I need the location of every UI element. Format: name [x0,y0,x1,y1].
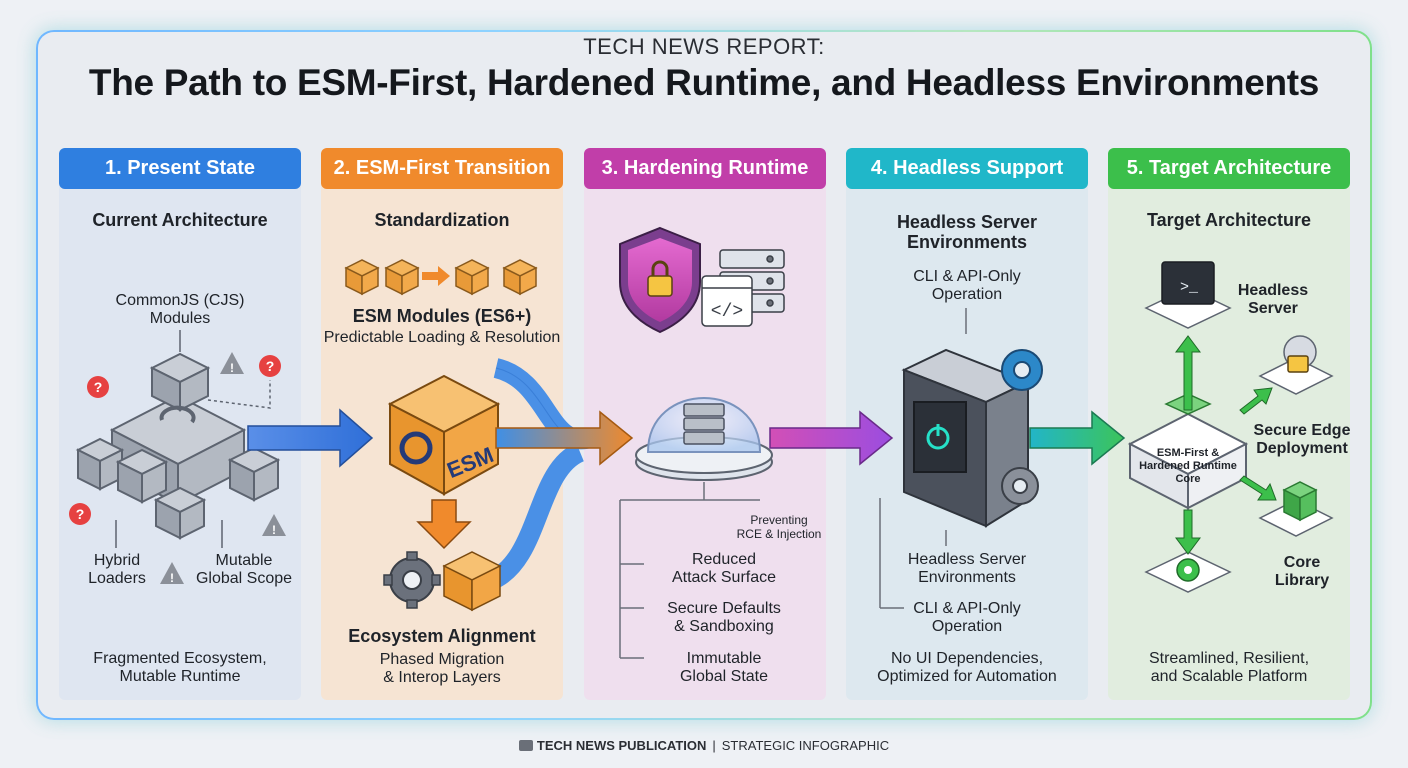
footer-tag: STRATEGIC INFOGRAPHIC [721,738,890,753]
cli-low-line2: Operation [931,618,1003,635]
server-label-line2: Server [1248,300,1298,317]
edge-label-line1: Secure Edge [1253,422,1351,439]
secure-defaults-line1: Secure Defaults [667,600,781,617]
core-label-line3: Core [1175,473,1200,485]
newspaper-icon [518,740,533,751]
cloud-lock-icon [1258,335,1334,395]
package-icon [442,551,502,612]
preventing-line1: Preventing [750,513,808,527]
flow-arrow-2 [495,410,634,466]
mutable-scope-line2: Global Scope [195,570,293,587]
preventing-line2: RCE & Injection [736,527,822,541]
column-target-architecture: 5. Target Architecture Target Architectu… [1108,148,1350,700]
server-tower-icon [901,348,1031,528]
target-arrows [1175,335,1277,555]
column-subtitle: Standardization [374,210,510,230]
footer-separator: | [712,738,716,753]
footer-line1: No UI Dependencies, [890,650,1044,667]
cjs-cube-cluster [75,330,281,548]
terminal-icon: >_ [1144,261,1232,329]
hybrid-loaders-line1: Hybrid [93,552,141,569]
mutable-scope-line1: Mutable [215,552,273,569]
immutable-state-line1: Immutable [686,650,762,667]
footer-brand: TECH NEWS PUBLICATION [536,738,707,753]
svg-text:>_: >_ [1180,279,1199,296]
cli-top-line2: Operation [931,286,1003,303]
reduced-surface-line2: Attack Surface [671,569,777,586]
gear-icon [1144,551,1232,593]
report-kicker: TECH NEWS REPORT: [583,34,825,59]
column-header: 1. Present State [59,148,301,189]
column-header: 4. Headless Support [846,148,1088,189]
esm-modules-title: ESM Modules (ES6+) [352,306,532,326]
secure-defaults-line2: & Sandboxing [674,618,774,635]
footer-line2: Optimized for Automation [877,668,1057,685]
flow-arrow-1 [247,408,374,468]
svg-text:!: ! [230,361,234,375]
flow-arrow-3 [769,410,894,466]
column-subtitle-line1: Headless Server [896,212,1038,232]
flow-arrow-4 [1029,410,1126,466]
column-subtitle: Target Architecture [1146,210,1312,230]
down-arrow [416,499,472,550]
page-title: The Path to ESM-First, Hardened Runtime,… [88,62,1320,103]
svg-text:!: ! [272,523,276,537]
core-label-line1: ESM-First & [1157,447,1219,459]
headless-connectors [879,308,967,609]
column-present-state: 1. Present State Current Architecture Co… [59,148,301,700]
gear-icon [1001,467,1039,505]
gear-icon [383,551,441,609]
flow-curve [487,358,593,590]
esm-box-icon: ESM [387,374,501,496]
ecosystem-line1: Phased Migration [379,651,505,668]
library-label-line1: Core [1283,554,1321,571]
gear-icon [1001,349,1043,391]
cli-low-line1: CLI & API-Only [913,600,1021,617]
reduced-surface-line1: Reduced [691,551,757,568]
footer-line1: Streamlined, Resilient, [1148,650,1310,667]
svg-text:!: ! [170,571,174,585]
hybrid-loaders-line2: Loaders [88,570,146,587]
server-label-line1: Headless [1237,282,1309,299]
cjs-label-line1: CommonJS (CJS) [115,292,245,309]
headless-env-line2: Environments [918,569,1016,586]
footer-line2: Mutable Runtime [119,668,241,685]
esm-modules-subtitle: Predictable Loading & Resolution [323,329,561,346]
cli-top-line1: CLI & API-Only [913,268,1021,285]
hardening-connectors [619,482,760,659]
headless-env-line1: Headless Server [907,551,1027,568]
edge-label-line2: Deployment [1256,440,1348,457]
core-label-line2: Hardened Runtime [1139,460,1237,472]
warning-icon: ? ? ? ! ! ! [69,352,286,585]
library-label-line2: Library [1274,572,1330,589]
footer-line1: Fragmented Ecosystem, [93,650,267,667]
publication-footer: TECH NEWS PUBLICATION | STRATEGIC INFOGRAP… [0,738,1408,753]
immutable-state-line2: Global State [679,668,769,685]
module-boxes [344,259,538,296]
shield-icon [619,226,701,334]
svg-text:?: ? [76,506,85,522]
column-subtitle: Current Architecture [92,210,268,230]
svg-text:</>: </> [711,302,743,322]
column-header: 2. ESM-First Transition [321,148,563,189]
column-header: 5. Target Architecture [1108,148,1350,189]
sandbox-dome-icon [635,397,773,481]
svg-text:?: ? [266,358,275,374]
library-box-icon [1258,481,1334,537]
footer-line2: and Scalable Platform [1150,668,1308,685]
server-rack-icon: </> [701,249,785,327]
svg-text:?: ? [94,379,103,395]
column-header: 3. Hardening Runtime [584,148,826,189]
ecosystem-line2: & Interop Layers [383,669,501,686]
cjs-label-line2: Modules [149,310,211,327]
column-subtitle-line2: Environments [906,232,1028,252]
target-core-platform: ESM-First & Hardened Runtime Core [1127,393,1249,510]
ecosystem-title: Ecosystem Alignment [348,626,536,646]
